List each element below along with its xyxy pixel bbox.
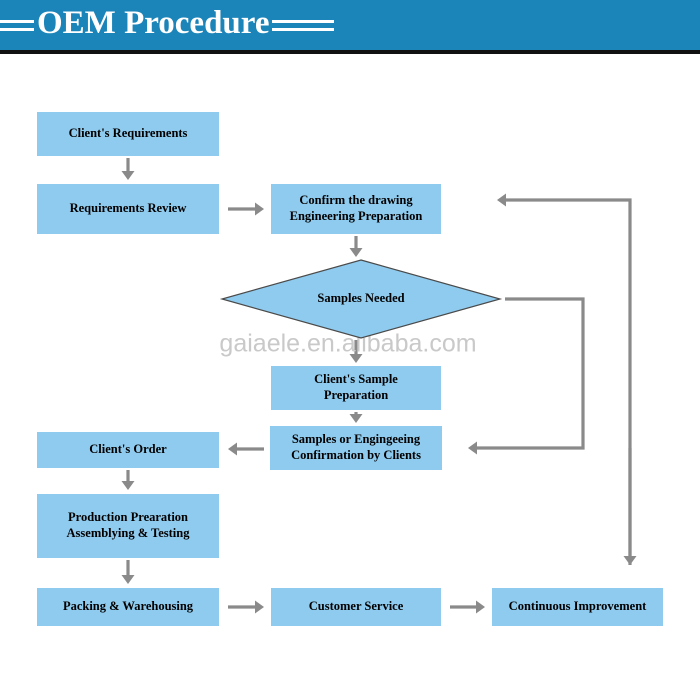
node-box-shape [37, 184, 219, 234]
node-packing-warehousing[interactable]: Packing & Warehousing [37, 588, 219, 626]
decorative-rule-left-icon [0, 19, 34, 31]
connector-e-samples-needed-to-sample-prep [349, 340, 363, 363]
arrow-head-icon [121, 575, 135, 584]
decision-diamond-shape [219, 259, 503, 339]
node-client-requirements[interactable]: Client's Requirements [37, 112, 219, 156]
connector-e-sample-prep-to-confirmation [349, 412, 363, 423]
node-box-shape [271, 588, 441, 626]
node-box-shape [37, 588, 219, 626]
header-banner: OEM Procedure [0, 0, 700, 50]
connector-e-samples-needed-loop-to-confirmation [468, 297, 585, 455]
node-label: Client's Requirements [69, 126, 188, 140]
node-label: Samples or Engingeeing [292, 432, 421, 446]
arrow-head-icon [468, 441, 477, 455]
node-label: Requirements Review [70, 201, 187, 215]
node-label: Client's Sample [314, 372, 398, 386]
node-box-shape [271, 366, 441, 410]
node-box-shape [270, 426, 442, 470]
connector-e-review-to-confirm [228, 202, 264, 216]
node-box-shape [271, 184, 441, 234]
connectors-layer [121, 158, 637, 614]
page-title: OEM Procedure [37, 5, 270, 41]
arrow-head-icon [349, 248, 363, 257]
header-underline [0, 50, 700, 54]
node-requirements-review[interactable]: Requirements Review [37, 184, 219, 234]
connector-e-packing-to-service [228, 600, 264, 614]
connector-e-improvement-down-arrow [623, 448, 637, 565]
arrow-head-icon [121, 481, 135, 490]
node-label: Assemblying & Testing [67, 526, 191, 540]
header-banner-content: OEM Procedure [0, 0, 335, 50]
arrow-head-icon [497, 193, 506, 207]
node-client-order[interactable]: Client's Order [37, 432, 219, 468]
node-box-shape [37, 494, 219, 558]
node-box-shape [37, 112, 219, 156]
connector-e-confirm-to-samples-needed [349, 236, 363, 257]
connector-e-order-to-production [121, 470, 135, 490]
arrow-head-icon [255, 202, 264, 216]
connector-e-confirmation-to-order [228, 442, 264, 456]
arrow-head-icon [349, 414, 363, 423]
node-label: Engineering Preparation [290, 209, 423, 223]
node-label: Confirm the drawing [299, 193, 413, 207]
connector-e-improvement-loop-to-confirm [497, 193, 632, 565]
flowchart-svg: gaiaele.en.alibaba.com Client's Requirem… [37, 112, 663, 626]
connector-e-production-to-packing [121, 560, 135, 584]
arrow-head-icon [476, 600, 485, 614]
node-customer-service[interactable]: Customer Service [271, 588, 441, 626]
connector-e-requirements-to-review [121, 158, 135, 180]
flowchart-canvas: gaiaele.en.alibaba.com Client's Requirem… [0, 54, 700, 690]
node-label: Confirmation by Clients [291, 448, 421, 462]
node-label: Customer Service [309, 599, 404, 613]
node-label: Packing & Warehousing [63, 599, 194, 613]
node-label: Samples Needed [317, 291, 404, 305]
connector-e-service-to-improvement [450, 600, 485, 614]
node-box-shape [492, 588, 663, 626]
node-samples-needed[interactable]: Samples Needed [219, 259, 503, 339]
node-label: Client's Order [89, 442, 167, 456]
arrow-head-icon [255, 600, 264, 614]
arrow-head-icon [349, 354, 363, 363]
node-continuous-improvement[interactable]: Continuous Improvement [492, 588, 663, 626]
arrow-head-icon [121, 171, 135, 180]
node-label: Preparation [324, 388, 388, 402]
node-label: Continuous Improvement [509, 599, 647, 613]
node-label: Production Prearation [68, 510, 188, 524]
arrow-head-icon [228, 442, 237, 456]
node-box-shape [37, 432, 219, 468]
decorative-rule-right-icon [272, 19, 335, 31]
arrow-head-icon [623, 556, 637, 565]
